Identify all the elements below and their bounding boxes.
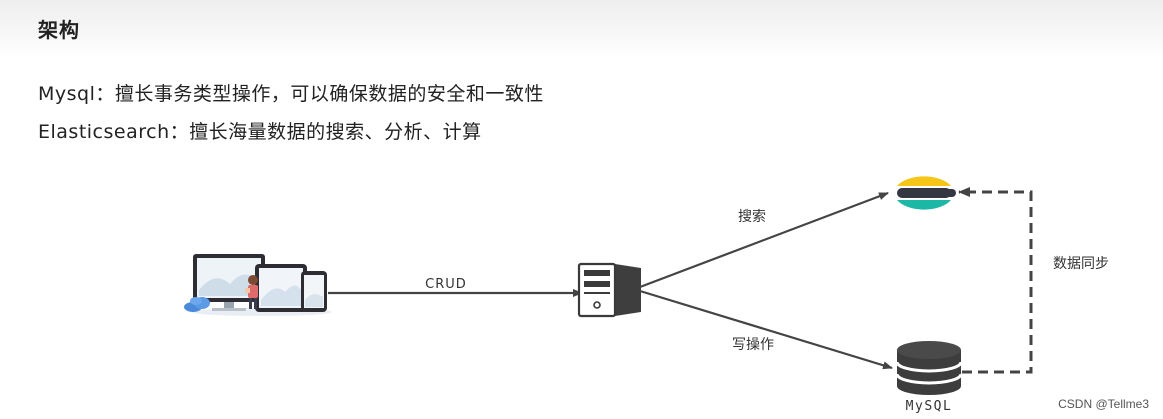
mysql-label: MySQL [906,399,953,414]
search-label: 搜索 [738,208,766,225]
sync-label: 数据同步 [1053,256,1109,272]
crud-label: CRUD [425,277,467,292]
sync-arrow [958,187,1033,374]
database-icon [895,341,963,395]
devices-icon [184,254,332,316]
watermark: CSDN @Tellme3 [1058,397,1149,411]
write-arrow [639,289,893,370]
description-elasticsearch: Elasticsearch：擅长海量数据的搜索、分析、计算 [38,121,482,143]
description-mysql: Mysql：擅长事务类型操作，可以确保数据的安全和一致性 [38,83,544,105]
search-arrow [639,191,889,289]
elasticsearch-logo-icon [897,176,956,210]
header-bar [0,0,1163,58]
page-title: 架构 [38,18,80,42]
write-label: 写操作 [732,337,774,353]
server-icon [577,262,641,318]
